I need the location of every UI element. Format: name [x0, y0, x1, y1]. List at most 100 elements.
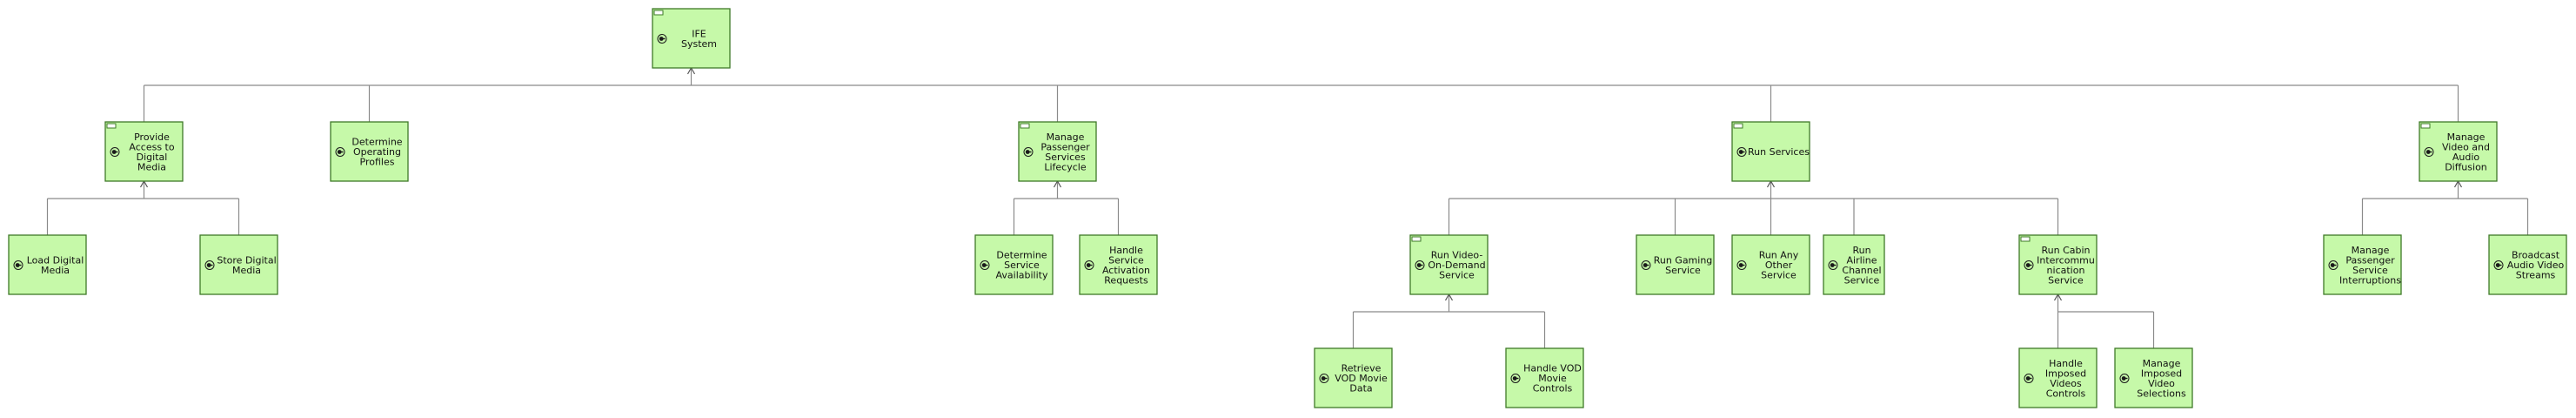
node-label-line: Run: [1852, 245, 1870, 256]
node-label-line: Channel: [1842, 265, 1881, 276]
node-box: [199, 234, 278, 295]
node-box: [104, 121, 184, 182]
node-label-line: Imposed: [2141, 367, 2182, 379]
service-icon: [1319, 374, 1329, 383]
node-label-line: On-Demand: [1428, 260, 1485, 271]
node-label-line: Media: [137, 161, 166, 172]
node-label-line: Controls: [2046, 388, 2086, 399]
node-label-line: Selections: [2137, 388, 2186, 399]
connector-ife: [143, 66, 2459, 122]
node-box: [2114, 347, 2193, 408]
node-box: [1018, 121, 1097, 182]
connector-run-vod: [1352, 293, 1546, 348]
node-label-line: Data: [1349, 383, 1372, 394]
node-box: [2323, 234, 2402, 295]
node-label: Run Services: [1748, 146, 1810, 158]
node-label-line: Load Digital: [27, 254, 84, 266]
node-label-line: Passenger: [1040, 141, 1090, 152]
node-label-line: Run Gaming: [1654, 254, 1713, 266]
node-label-line: Video: [2148, 378, 2175, 389]
node-label-line: Service: [1439, 270, 1475, 281]
node-label-line: Intercommu: [2037, 254, 2095, 266]
node-label-line: VOD Movie: [1335, 373, 1388, 384]
node-label-line: IFE: [692, 28, 706, 39]
node-run-services[interactable]: Run Services: [1731, 121, 1810, 182]
service-icon: [657, 34, 667, 44]
node-box: [974, 234, 1054, 295]
node-label-line: Service: [1761, 270, 1797, 281]
service-icon: [2024, 374, 2034, 383]
decomposition-tab-icon: [2420, 123, 2431, 129]
service-icon: [335, 147, 345, 157]
node-label-line: Provide: [134, 131, 170, 143]
node-label-line: Manage: [2143, 358, 2181, 369]
service-icon: [980, 260, 990, 270]
node-box: [2488, 234, 2567, 295]
service-icon: [2493, 260, 2504, 270]
node-label-line: Video and: [2442, 141, 2490, 152]
node-label-line: Run Services: [1748, 146, 1810, 158]
node-box: [2018, 234, 2098, 295]
node-label-line: Handle VOD: [1523, 363, 1582, 374]
node-label-line: Service: [2048, 274, 2084, 286]
service-icon: [1415, 260, 1425, 270]
node-label-line: Requests: [1104, 274, 1148, 286]
node-box: [1314, 347, 1393, 408]
node-label-line: Manage: [2352, 245, 2390, 256]
service-icon: [13, 260, 23, 270]
node-label-line: Run Cabin: [2041, 245, 2090, 256]
node-label-line: Audio Video: [2507, 260, 2565, 271]
node-box: [330, 121, 409, 182]
node-label-line: Service: [1004, 260, 1040, 271]
node-label-line: Broadcast: [2512, 250, 2560, 261]
connector-provide: [46, 179, 240, 235]
node-label-line: Passenger: [2345, 254, 2395, 266]
node-label-line: Operating: [353, 146, 401, 158]
decomposition-tab-icon: [1733, 123, 1743, 129]
service-icon: [1736, 260, 1747, 270]
node-label-line: System: [681, 38, 717, 50]
node-label-line: Run Video-: [1431, 250, 1483, 261]
node-label-line: Service: [1844, 274, 1880, 286]
service-icon: [1084, 260, 1094, 270]
node-box: [1636, 234, 1715, 295]
node-label-line: Retrieve: [1342, 363, 1382, 374]
service-icon: [2119, 374, 2130, 383]
node-box: [1505, 347, 1584, 408]
service-icon: [2424, 147, 2434, 157]
node-box: [2419, 121, 2498, 182]
node-label-line: Audio: [2452, 152, 2480, 163]
node-box: [1731, 121, 1810, 182]
